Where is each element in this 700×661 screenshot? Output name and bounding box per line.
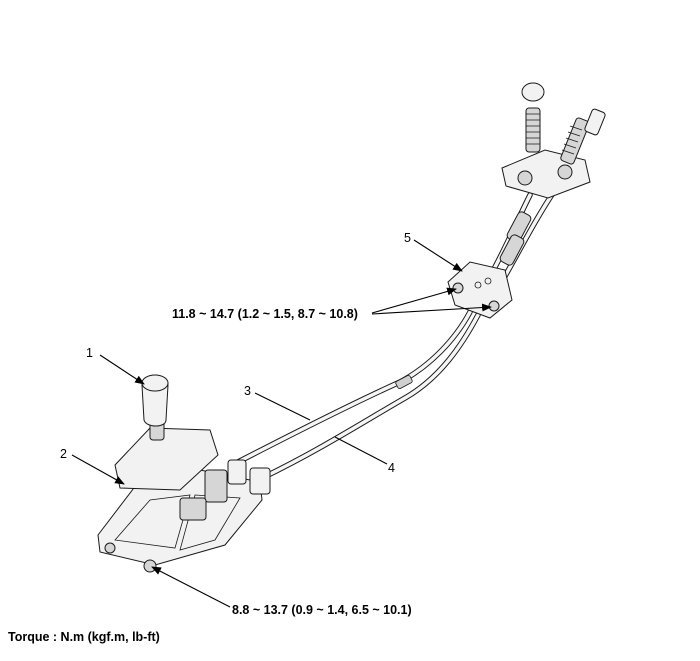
select-cable <box>259 312 481 481</box>
transmission-lever-assembly <box>501 82 606 199</box>
cable-bracket <box>447 261 513 319</box>
callout-2: 2 <box>60 447 67 461</box>
torque-units-note: Torque : N.m (kgf.m, lb-ft) <box>8 630 160 644</box>
callout-4: 4 <box>388 461 395 475</box>
shift-cable <box>235 309 473 465</box>
callout-1: 1 <box>86 346 93 360</box>
shift-lever-assembly <box>97 374 271 573</box>
torque-spec-bracket: 11.8 ~ 14.7 (1.2 ~ 1.5, 8.7 ~ 10.8) <box>172 307 358 321</box>
leader-lines <box>71 239 492 608</box>
callout-3: 3 <box>244 384 251 398</box>
callout-5: 5 <box>404 231 411 245</box>
torque-spec-base: 8.8 ~ 13.7 (0.9 ~ 1.4, 6.5 ~ 10.1) <box>232 603 412 617</box>
